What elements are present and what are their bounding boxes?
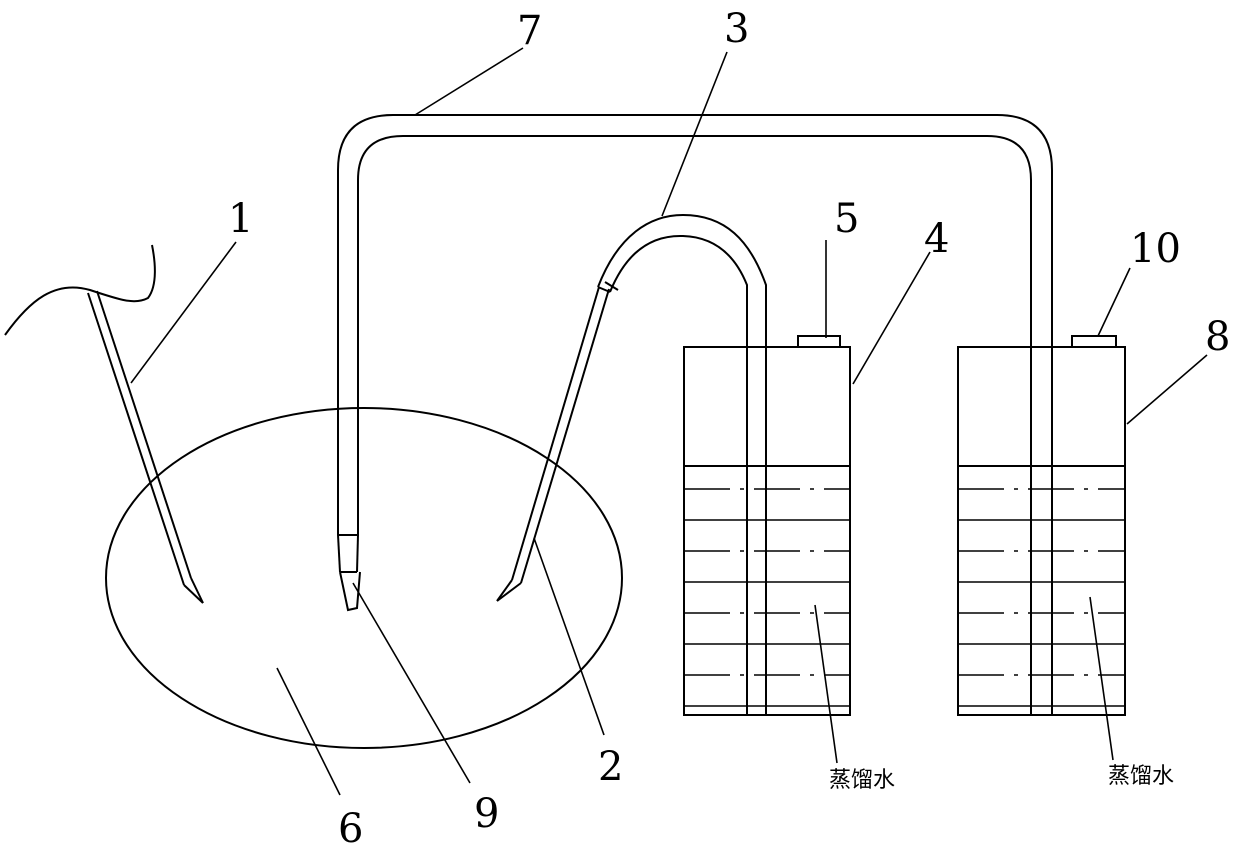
label-4: 4 bbox=[924, 216, 949, 262]
label-9: 9 bbox=[474, 791, 499, 837]
label-6: 6 bbox=[338, 806, 363, 852]
label-3: 3 bbox=[724, 6, 749, 52]
label-7: 7 bbox=[517, 8, 542, 54]
label-10: 10 bbox=[1130, 226, 1181, 272]
label-5: 5 bbox=[834, 196, 859, 242]
hose-3 bbox=[598, 215, 766, 714]
label-8: 8 bbox=[1205, 314, 1230, 360]
tube-7 bbox=[338, 115, 1052, 714]
needle-2 bbox=[497, 287, 609, 601]
water-label-left: 蒸馏水 bbox=[829, 768, 895, 793]
needle-9 bbox=[338, 535, 360, 610]
label-2: 2 bbox=[598, 744, 623, 790]
sample-ellipse bbox=[106, 408, 622, 748]
label-1: 1 bbox=[228, 196, 253, 242]
container-8 bbox=[958, 336, 1125, 715]
water-label-right: 蒸馏水 bbox=[1108, 764, 1174, 789]
wire bbox=[5, 245, 155, 335]
leader-lines bbox=[131, 48, 1207, 795]
needle-1 bbox=[88, 291, 203, 603]
